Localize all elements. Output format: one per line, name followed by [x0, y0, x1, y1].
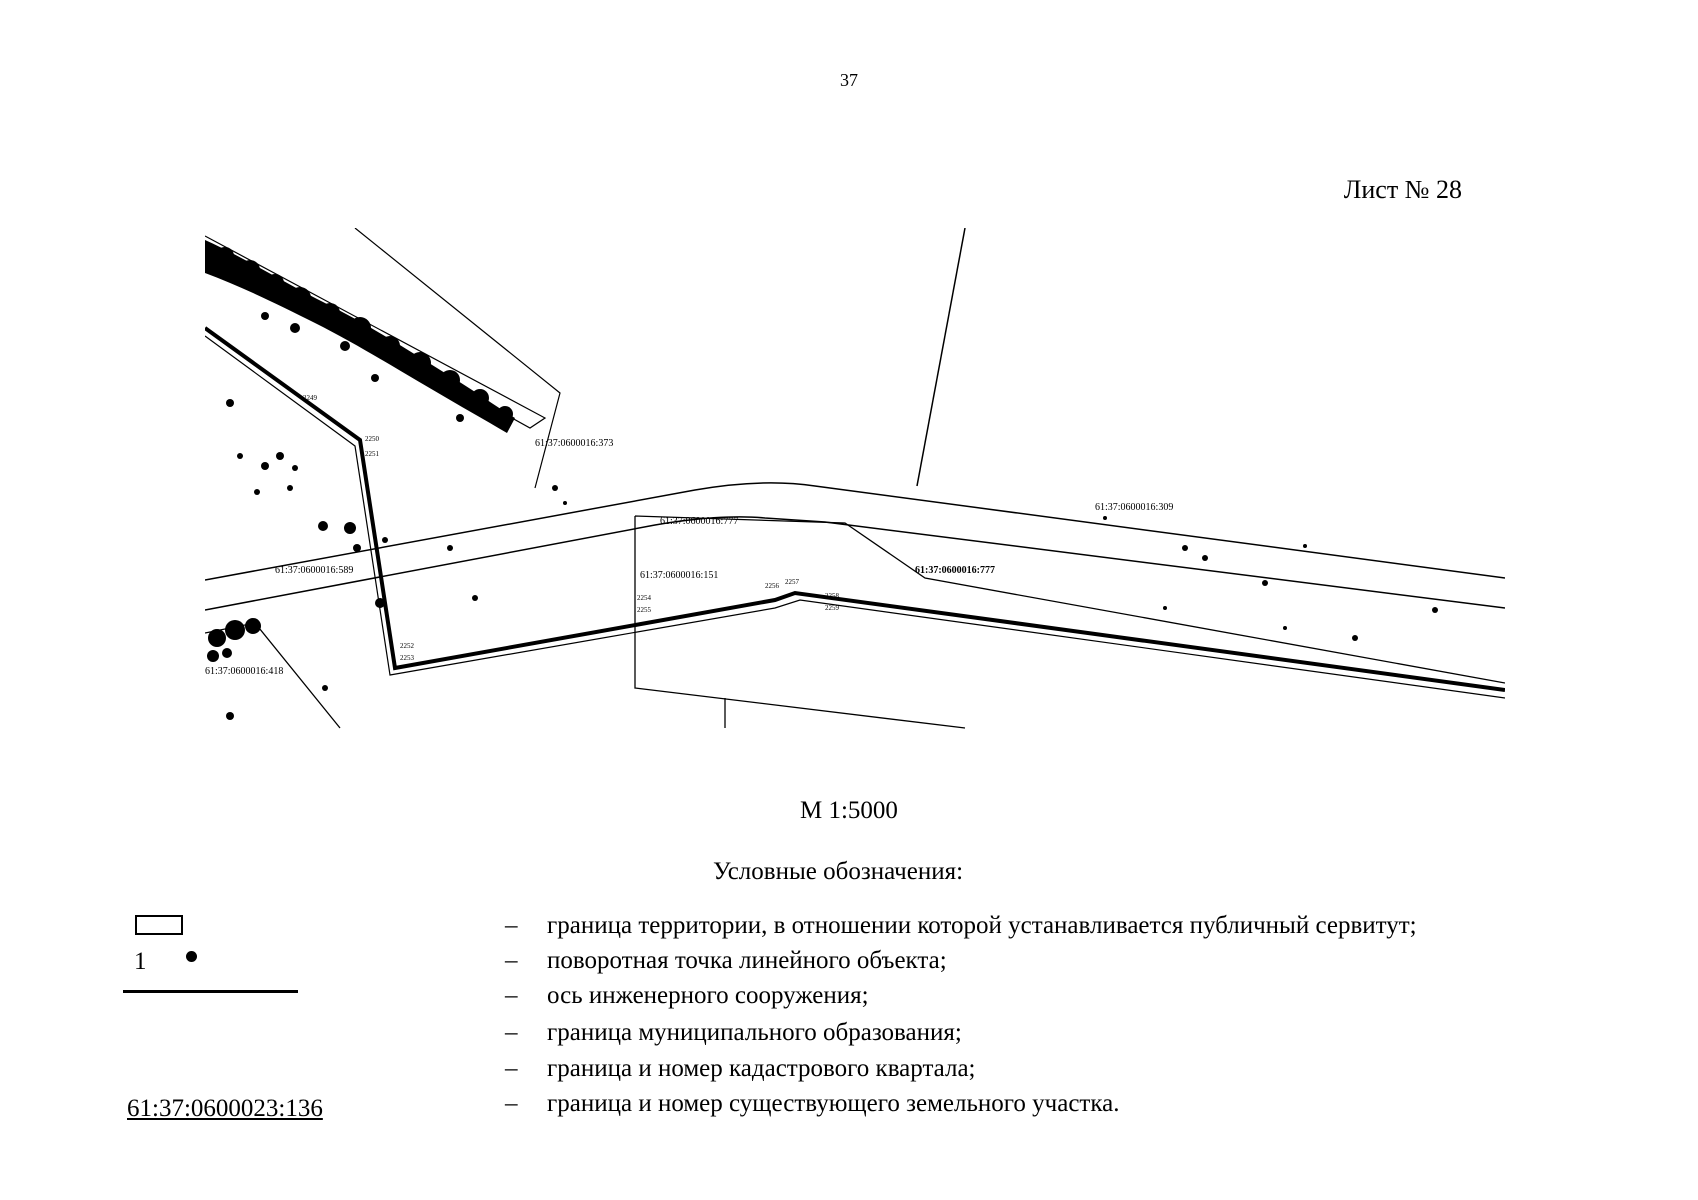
road-strip-boundary	[205, 235, 547, 429]
parcel-label-373: 61:37:0600016:373	[535, 438, 613, 449]
road-edge-north	[205, 482, 1505, 581]
vegetation-cluster-bottom-left	[207, 618, 261, 662]
parcel-418-boundary	[205, 622, 341, 729]
legend-item-text: граница территории, в отношении которой …	[547, 912, 1417, 939]
page-number: 37	[840, 70, 858, 90]
legend-point-dot-symbol	[186, 951, 197, 962]
point-label: 2250	[365, 435, 380, 443]
legend-parcel-number: 61:37:0600023:136	[127, 1095, 323, 1122]
parcel-label-777-b: 61:37:0600016:777	[915, 565, 995, 576]
legend-item-text: граница и номер существующего земельного…	[547, 1090, 1120, 1117]
parcel-label-309: 61:37:0600016:309	[1095, 502, 1173, 513]
quarter-boundary-vertical	[916, 228, 966, 487]
cadastral-map: 61:37:0600016:373 61:37:0600016:309 61:3…	[205, 228, 1505, 729]
legend-dash: –	[505, 912, 518, 939]
legend-item-text: граница муниципального образования;	[547, 1019, 962, 1046]
legend-item: – граница муниципального образования;	[505, 1019, 962, 1051]
parcel-label-418: 61:37:0600016:418	[205, 666, 283, 677]
map-scale: М 1:5000	[800, 797, 898, 824]
legend-item: – граница и номер существующего земельног…	[505, 1090, 1119, 1122]
legend-item-text: поворотная точка линейного объекта;	[547, 947, 947, 974]
legend-title: Условные обозначения:	[713, 858, 964, 885]
point-label: 2259	[825, 604, 840, 612]
legend-item-text: ось инженерного сооружения;	[547, 982, 869, 1009]
legend-item-text: граница и номер кадастрового квартала;	[547, 1055, 976, 1082]
point-label: 2257	[785, 578, 800, 586]
point-label: 2256	[765, 582, 780, 590]
point-label: 2252	[400, 642, 415, 650]
scattered-features	[226, 399, 1438, 720]
sheet-label: Лист № 28	[1343, 175, 1462, 204]
road-edge-south	[205, 516, 1505, 611]
legend-easement-rect-symbol	[135, 915, 183, 935]
legend-dash: –	[505, 1090, 518, 1117]
legend-axis-line-symbol	[123, 990, 298, 993]
parcel-label-151: 61:37:0600016:151	[640, 570, 718, 581]
point-label: 2253	[400, 654, 415, 662]
point-label: 2251	[365, 450, 380, 458]
point-label: 2249	[303, 394, 318, 402]
parcel-777-boundary	[634, 515, 1505, 729]
legend-point-number: 1	[134, 948, 147, 975]
parcel-label-589: 61:37:0600016:589	[275, 565, 353, 576]
quarter-boundary-upper	[354, 228, 561, 489]
easement-boundary	[205, 326, 1505, 699]
legend-item: – граница и номер кадастрового квартала;	[505, 1055, 976, 1087]
point-label: 2258	[825, 592, 840, 600]
legend-dash: –	[505, 1019, 518, 1046]
legend-item: – поворотная точка линейного объекта;	[505, 947, 947, 979]
legend-dash: –	[505, 982, 518, 1009]
vegetation-cluster	[205, 240, 515, 433]
legend-item: – граница территории, в отношении которой…	[505, 912, 1417, 944]
point-label: 2254	[637, 594, 652, 602]
legend-item: – ось инженерного сооружения;	[505, 982, 869, 1014]
point-label: 2255	[637, 606, 652, 614]
parcel-label-777-a: 61:37:0600016:777	[660, 516, 738, 527]
legend-dash: –	[505, 1055, 518, 1082]
legend-dash: –	[505, 947, 518, 974]
